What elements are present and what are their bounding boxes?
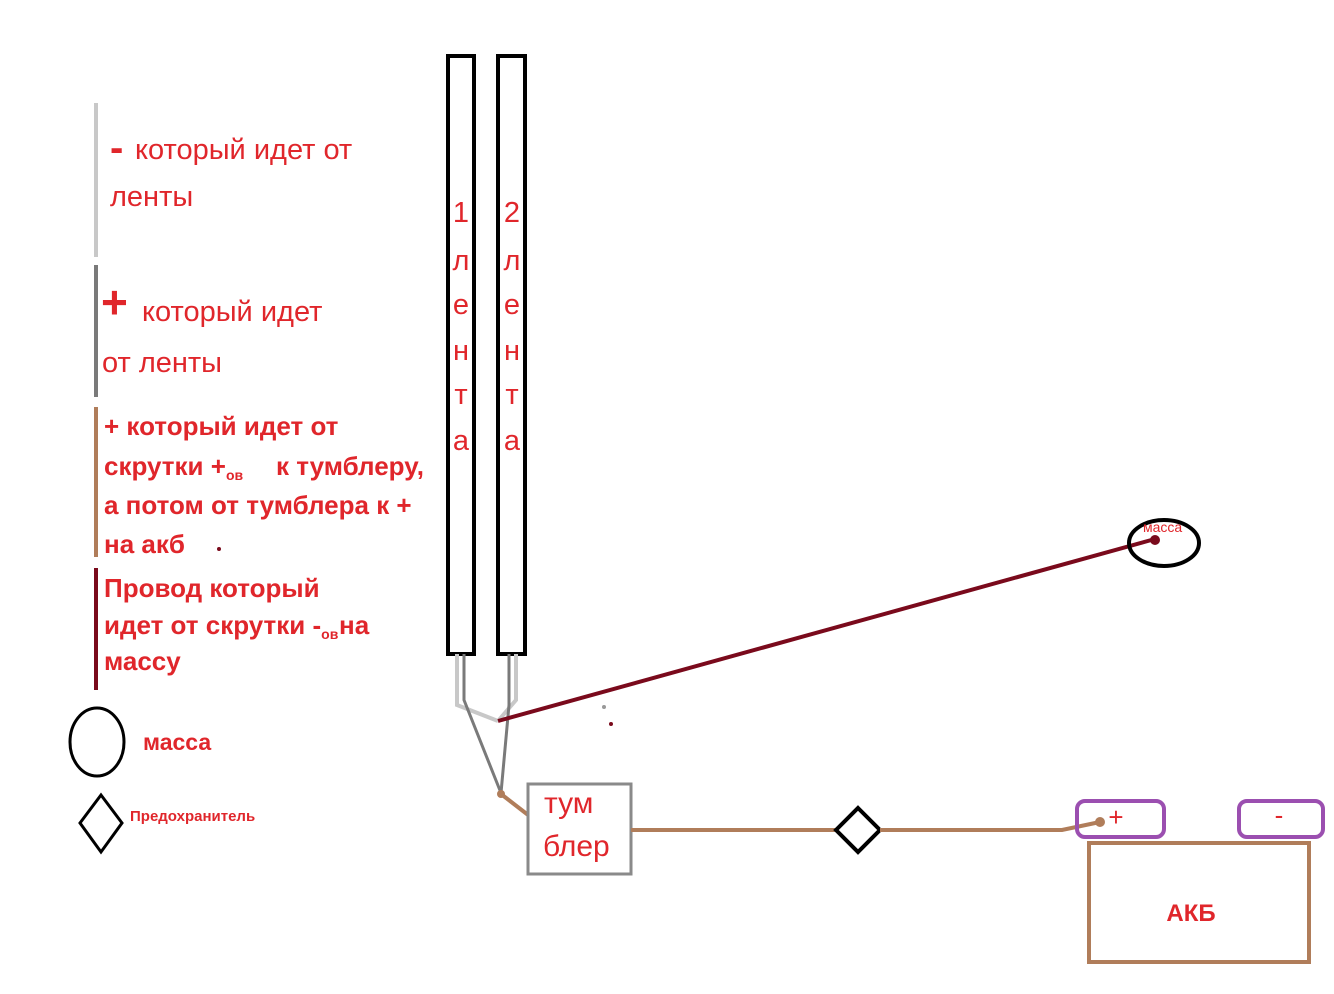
- legend-switch-line2-b: к тумблеру,: [276, 451, 424, 481]
- legend-ground-line2-b: на: [339, 610, 370, 640]
- switch-label-line2: блер: [543, 830, 610, 863]
- led-strip-1: [446, 54, 476, 656]
- strip-2-number: 2: [504, 197, 520, 229]
- strip-1-letter: т: [454, 379, 467, 411]
- legend-ground-line3: массу: [104, 646, 181, 676]
- strip-1-letter: л: [453, 245, 470, 277]
- strip-2-letter: л: [504, 245, 521, 277]
- legend-plus-line2: от ленты: [102, 347, 222, 379]
- strip-1-letter: а: [453, 425, 470, 457]
- fuse-to-battery-wire: [880, 820, 1101, 832]
- legend-switch-line3: а потом от тумблера к +: [104, 490, 412, 520]
- ground-point-label: масса: [1143, 519, 1182, 535]
- legend-plus-sign: +: [101, 276, 128, 328]
- battery-body: [1087, 841, 1311, 964]
- strip-2-letter: е: [504, 289, 520, 321]
- legend-ground-label: масса: [143, 729, 211, 755]
- battery-plus-terminal: [1075, 799, 1166, 839]
- toggle-switch: [526, 782, 633, 876]
- stray-dot: [602, 705, 606, 709]
- legend-minus-line2: ленты: [110, 181, 193, 213]
- strip-2-plus-lead: [499, 654, 511, 794]
- stray-dot: [609, 722, 613, 726]
- battery-plus-label: +: [1108, 802, 1123, 832]
- strip-2-letter: т: [505, 379, 518, 411]
- legend-plus-line1: который идет: [142, 296, 322, 328]
- legend-minus-line1: который идет от: [135, 134, 352, 166]
- ground-wire-dot: [1150, 535, 1160, 545]
- led-strip-2: [496, 54, 527, 656]
- strip-1-minus-lead: [455, 654, 499, 723]
- legend-minus-sign: -: [110, 126, 123, 170]
- strip-1-letter: е: [453, 289, 469, 321]
- fuse-symbol: [833, 805, 883, 855]
- strip-1-letter: н: [453, 335, 469, 367]
- legend-switch-line1: + который идет от: [104, 411, 339, 441]
- legend-ground-line2: идет от скрутки -ов: [104, 610, 339, 642]
- strip-1-plus-lead: [462, 654, 503, 794]
- stray-dot: [217, 547, 221, 551]
- legend-ground-symbol: [68, 706, 126, 778]
- ground-point-symbol: [1127, 518, 1201, 568]
- battery-minus-terminal: [1237, 799, 1325, 839]
- legend-fuse-symbol: [78, 792, 124, 855]
- legend-fuse-label: Предохранитель: [130, 808, 255, 825]
- strip-1-number: 1: [453, 197, 469, 229]
- legend-ground-line1: Провод который: [104, 573, 320, 603]
- legend-switch-line2: скрутки +ов: [104, 451, 243, 483]
- ground-wire: [497, 537, 1156, 723]
- battery-minus-label: -: [1275, 800, 1284, 830]
- legend-switch-line4: на акб: [104, 529, 185, 559]
- battery-plus-wire-dot: [1095, 817, 1105, 827]
- strip-2-letter: а: [504, 425, 521, 457]
- switch-label-line1: тум: [544, 787, 593, 820]
- strip-2-minus-lead: [496, 654, 518, 723]
- strip-2-letter: н: [504, 335, 520, 367]
- battery-label: АКБ: [1166, 900, 1215, 927]
